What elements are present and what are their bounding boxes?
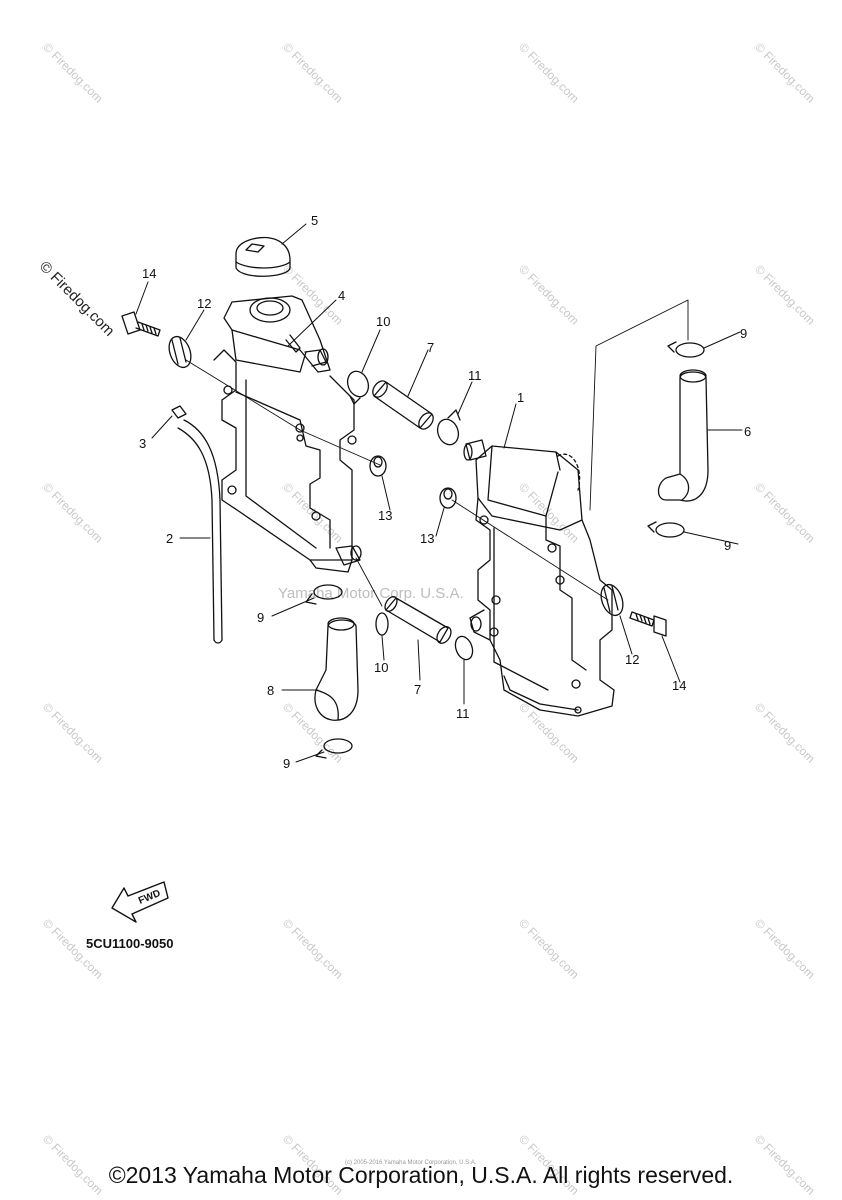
clip-3 [171, 405, 187, 419]
hose-clamp-9-a [667, 341, 705, 358]
callout-14-left: 14 [142, 266, 156, 281]
callout-5: 5 [311, 213, 318, 228]
callout-12-right: 12 [625, 652, 639, 667]
hose-clamp-11-a [436, 409, 461, 446]
breather-hose-2 [177, 419, 223, 644]
callout-4: 4 [338, 288, 345, 303]
radiator-hose-6 [657, 369, 709, 502]
callout-13-right: 13 [420, 531, 434, 546]
fwd-arrow: FWD [111, 881, 169, 923]
radiator-hose-8 [314, 617, 359, 721]
callout-13-left: 13 [378, 508, 392, 523]
radiator-cap [235, 236, 291, 277]
callout-8: 8 [267, 683, 274, 698]
callout-6: 6 [744, 424, 751, 439]
hose-clamp-10-b [375, 612, 389, 636]
radiator-hose-7-lower [384, 596, 452, 644]
bolt-14-left [121, 311, 161, 337]
copyright-footer: ©2013 Yamaha Motor Corporation, U.S.A. A… [108, 1162, 734, 1188]
bolt-14-right [629, 611, 667, 637]
hose-clamp-11-b [454, 635, 474, 661]
grommet-12-left [168, 335, 192, 369]
callouts: 5 14 12 4 10 7 11 1 9 6 3 13 13 2 9 9 12… [139, 213, 751, 771]
callout-9-bottom: 9 [283, 756, 290, 771]
radiator-hose-7-upper [372, 380, 434, 430]
callout-7-upper: 7 [427, 340, 434, 355]
collar-13-a [369, 455, 387, 477]
left-radiator [213, 295, 362, 573]
diagram-part-code: 5CU1100-9050 [86, 936, 174, 951]
leader-lines [135, 223, 743, 763]
callout-9-top-right: 9 [740, 326, 747, 341]
right-radiator [463, 439, 615, 717]
assembly-guides [185, 299, 689, 607]
callout-10-upper: 10 [376, 314, 390, 329]
hose-clamp-9-b [647, 521, 685, 538]
hose-clamp-10-a [346, 370, 370, 405]
watermark-center: Yamaha Motor Corp. U.S.A. [278, 585, 464, 602]
callout-7-lower: 7 [414, 682, 421, 697]
collar-13-b [439, 487, 457, 509]
callout-11-upper: 11 [468, 368, 482, 383]
grommet-12-right [600, 583, 624, 617]
callout-12-left: 12 [197, 296, 211, 311]
callout-3: 3 [139, 436, 146, 451]
hose-clamp-9-d [315, 738, 353, 759]
callout-11-lower: 11 [456, 706, 470, 721]
callout-14-right: 14 [672, 678, 686, 693]
hose-clamp-9-c [305, 584, 343, 605]
fine-print: (c) 2005-2016 Yamaha Motor Corporation, … [345, 1160, 477, 1166]
callout-1: 1 [517, 390, 524, 405]
callout-9-right: 9 [724, 538, 731, 553]
callout-2: 2 [166, 531, 173, 546]
callout-9-left: 9 [257, 610, 264, 625]
callout-10-lower: 10 [374, 660, 388, 675]
